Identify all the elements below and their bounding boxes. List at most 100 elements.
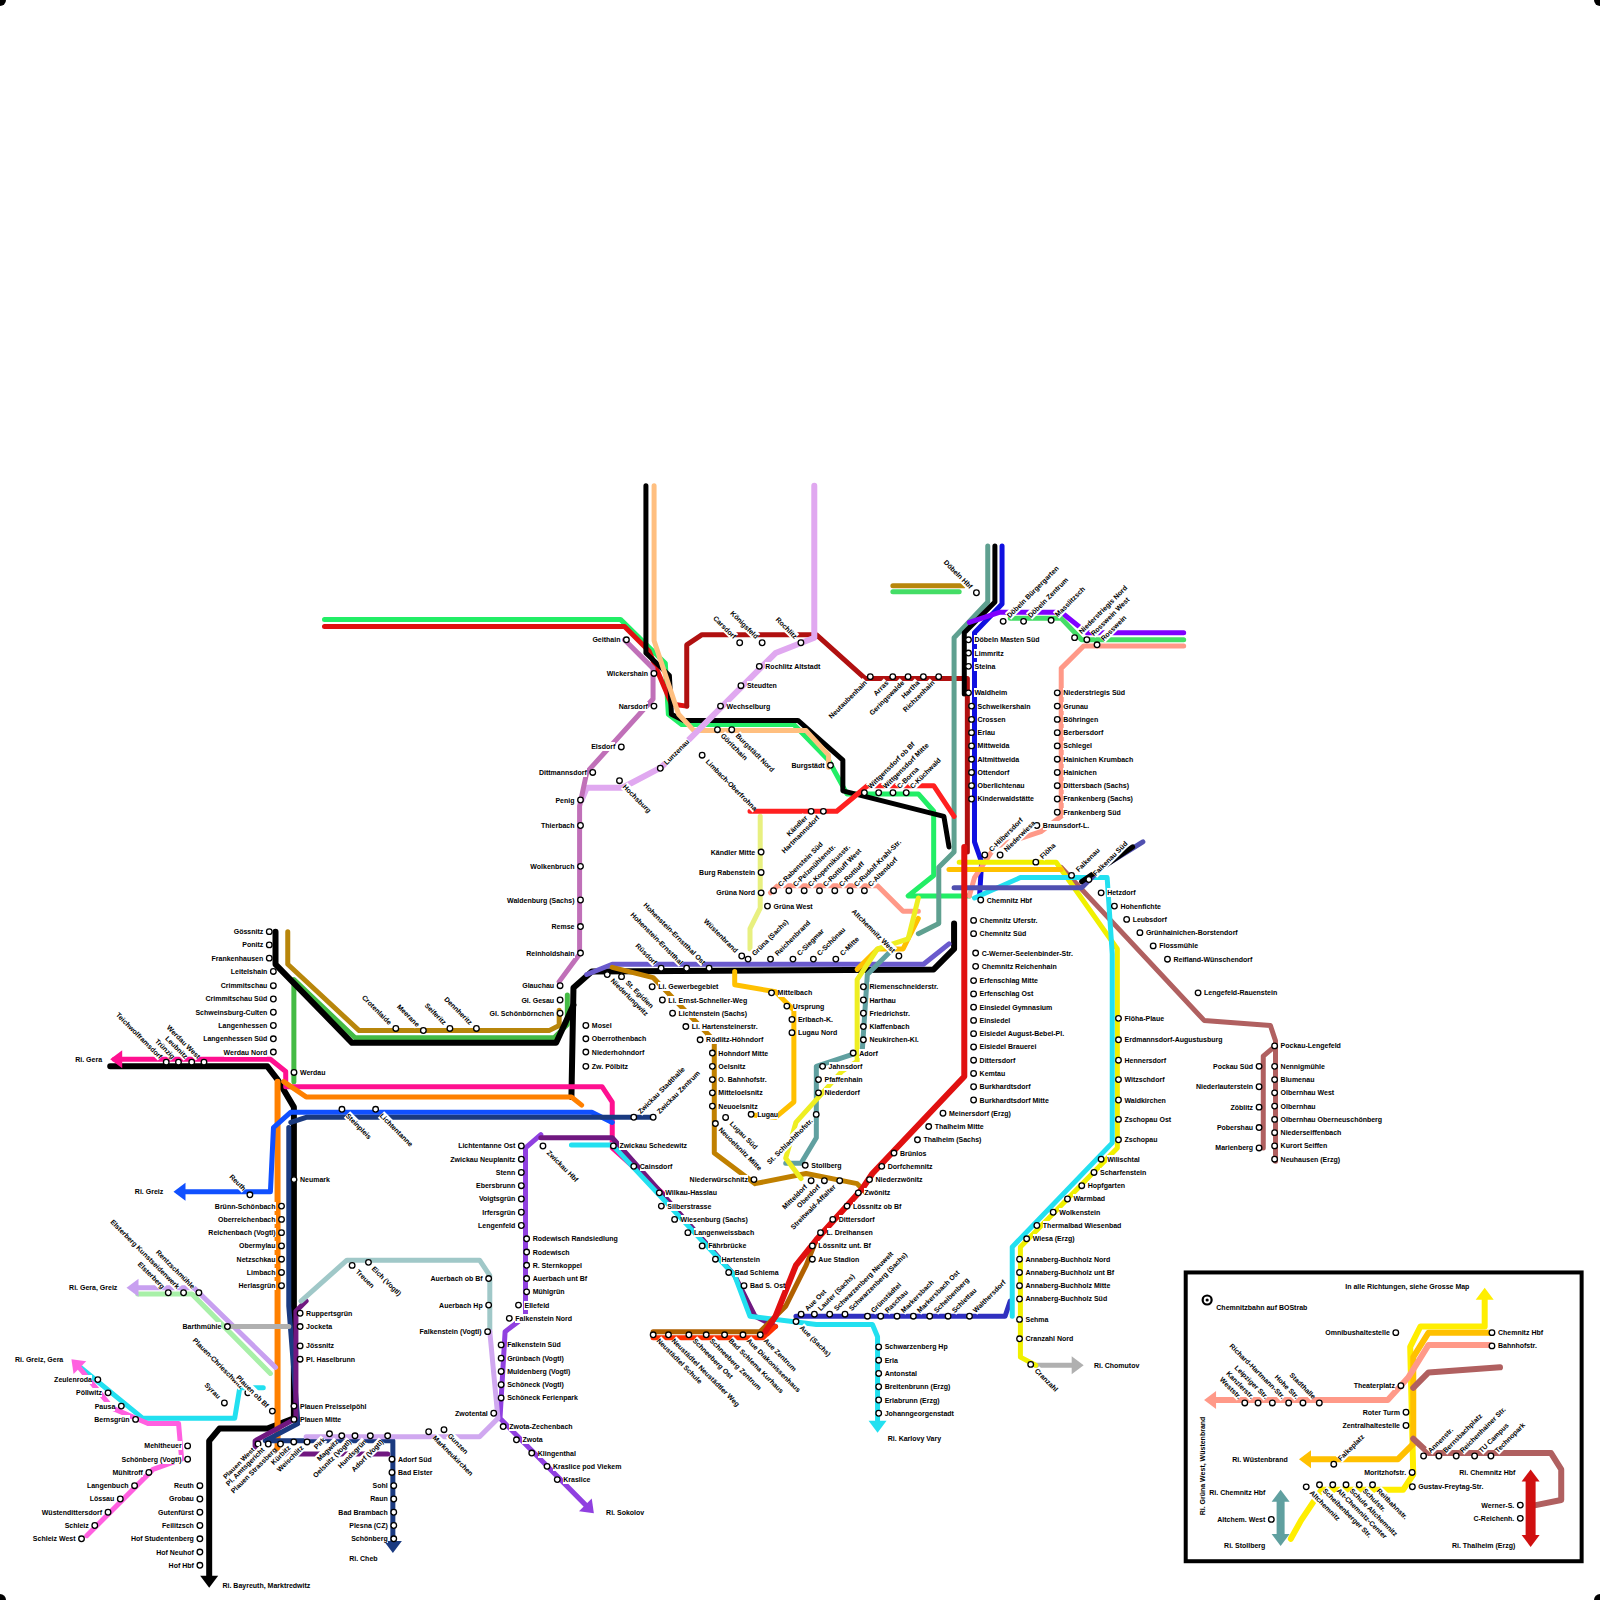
- station-dot: [1098, 1156, 1104, 1162]
- station-label: Blumenau: [1281, 1075, 1315, 1084]
- station-dot: [758, 890, 764, 896]
- station-label: Gl. Gesau: [521, 996, 554, 1005]
- rail-line: [750, 786, 954, 817]
- station-label: Langenhessen Süd: [203, 1034, 267, 1043]
- rail-line: [969, 646, 1183, 896]
- station-dot: [798, 640, 804, 646]
- station-label: Falkeplatz: [1336, 1432, 1366, 1462]
- station-dot: [617, 778, 623, 784]
- station-dot: [1116, 1097, 1122, 1103]
- station-label: Olbernhau: [1281, 1102, 1316, 1111]
- station-label: Langenhessen: [218, 1021, 267, 1030]
- arrow-head: [1072, 1356, 1084, 1374]
- station-label: Reuth: [174, 1481, 194, 1490]
- station-dot: [266, 929, 272, 935]
- station-dot: [715, 727, 721, 733]
- station-dot: [867, 1177, 873, 1183]
- station-dot: [491, 1410, 497, 1416]
- station-dot: [1017, 1270, 1023, 1276]
- station-dot: [1017, 1336, 1023, 1342]
- station-dot: [197, 1496, 203, 1502]
- station-label: Langenweissbach: [694, 1228, 754, 1237]
- station-dot: [1255, 1400, 1261, 1406]
- station-dot: [974, 590, 980, 596]
- station-label: Mosel: [592, 1021, 612, 1030]
- station-dot: [297, 1356, 303, 1362]
- station-dot: [271, 1023, 277, 1029]
- station-label: Zw. Pölbitz: [592, 1062, 628, 1071]
- station-label: Raun: [370, 1494, 388, 1503]
- station-dot: [784, 1003, 790, 1009]
- station-dot: [578, 924, 584, 930]
- station-dot: [808, 1178, 814, 1184]
- station-label: Burkhardtsdorf Mitte: [980, 1096, 1049, 1105]
- station-dot: [271, 983, 277, 989]
- station-label: Aue (Sachs): [798, 1323, 833, 1358]
- station-dot: [349, 1263, 355, 1269]
- station-label: Rüsdorf: [634, 941, 659, 966]
- arrow-head: [869, 1421, 887, 1433]
- station-dot: [524, 1289, 530, 1295]
- station-label: Steina: [974, 662, 995, 671]
- station-dot: [713, 1256, 719, 1262]
- station-dot: [327, 1431, 333, 1437]
- station-label: Mühlgrün: [533, 1287, 565, 1296]
- station-dot: [876, 1397, 882, 1403]
- station-label: Flöha: [1038, 841, 1058, 861]
- station-label: Zschopau: [1124, 1135, 1157, 1144]
- station-dot: [1054, 703, 1060, 709]
- station-dot: [1517, 1516, 1523, 1522]
- station-dot: [1054, 783, 1060, 789]
- station-label: Rodewisch Randsiedlung: [533, 1234, 618, 1243]
- station-dot: [697, 1037, 703, 1043]
- station-label: Steudten: [747, 681, 777, 690]
- rail-line: [1413, 1367, 1500, 1387]
- station-dot: [1331, 1461, 1337, 1467]
- station-dot: [540, 1143, 546, 1149]
- station-dot: [1398, 1383, 1404, 1389]
- station-dot: [861, 1024, 867, 1030]
- station-dot: [524, 1263, 530, 1269]
- rail-line: [110, 1066, 294, 1577]
- station-dot: [1017, 1283, 1023, 1289]
- station-label: Zentralhaltestelle: [1342, 1421, 1400, 1430]
- station-dot: [389, 1456, 395, 1462]
- station-dot: [498, 1355, 504, 1361]
- legend-entry: Chemnitzbahn auf BOStrab: [1216, 1296, 1307, 1314]
- station-label: Friedrichstr.: [869, 1009, 909, 1018]
- station-label: Schleiz West: [33, 1534, 76, 1543]
- station-label: Ri. Wüstenbrand: [1232, 1455, 1288, 1464]
- station-label: Elsdorf: [591, 742, 615, 751]
- station-dot: [297, 1324, 303, 1330]
- legend-symbol-core: [1206, 1298, 1209, 1301]
- station-dot: [1256, 1125, 1262, 1131]
- station-dot: [247, 1192, 253, 1198]
- station-dot: [1356, 1482, 1362, 1488]
- station-dot: [971, 991, 977, 997]
- station-dot: [1116, 1117, 1122, 1123]
- arrow-head: [1204, 1391, 1216, 1409]
- station-dot: [670, 1010, 676, 1016]
- station-dot: [926, 1124, 932, 1130]
- station-dot: [1054, 756, 1060, 762]
- station-label: Klingenthal: [538, 1449, 576, 1458]
- station-label: Hainichen Krumbach: [1063, 755, 1133, 764]
- station-dot: [710, 1050, 716, 1056]
- station-dot: [842, 1311, 848, 1317]
- station-label: Kurort Seiffen: [1281, 1141, 1328, 1150]
- station-label: Grüna West: [773, 902, 812, 911]
- station-label: Chemnitz Hbf: [1498, 1328, 1543, 1337]
- station-label: Falkenau Süd: [1091, 839, 1130, 878]
- station-dot: [1017, 1317, 1023, 1323]
- station-dot: [225, 1324, 231, 1330]
- station-dot: [1054, 809, 1060, 815]
- station-label: Eisiedel Brauerei: [980, 1042, 1037, 1051]
- station-dot: [658, 965, 664, 971]
- rail-line: [1526, 1480, 1536, 1537]
- station-dot: [971, 1004, 977, 1010]
- station-dot: [1403, 1423, 1409, 1429]
- station-dot: [1489, 1330, 1495, 1336]
- station-dot: [1124, 917, 1130, 923]
- rail-line: [770, 886, 918, 912]
